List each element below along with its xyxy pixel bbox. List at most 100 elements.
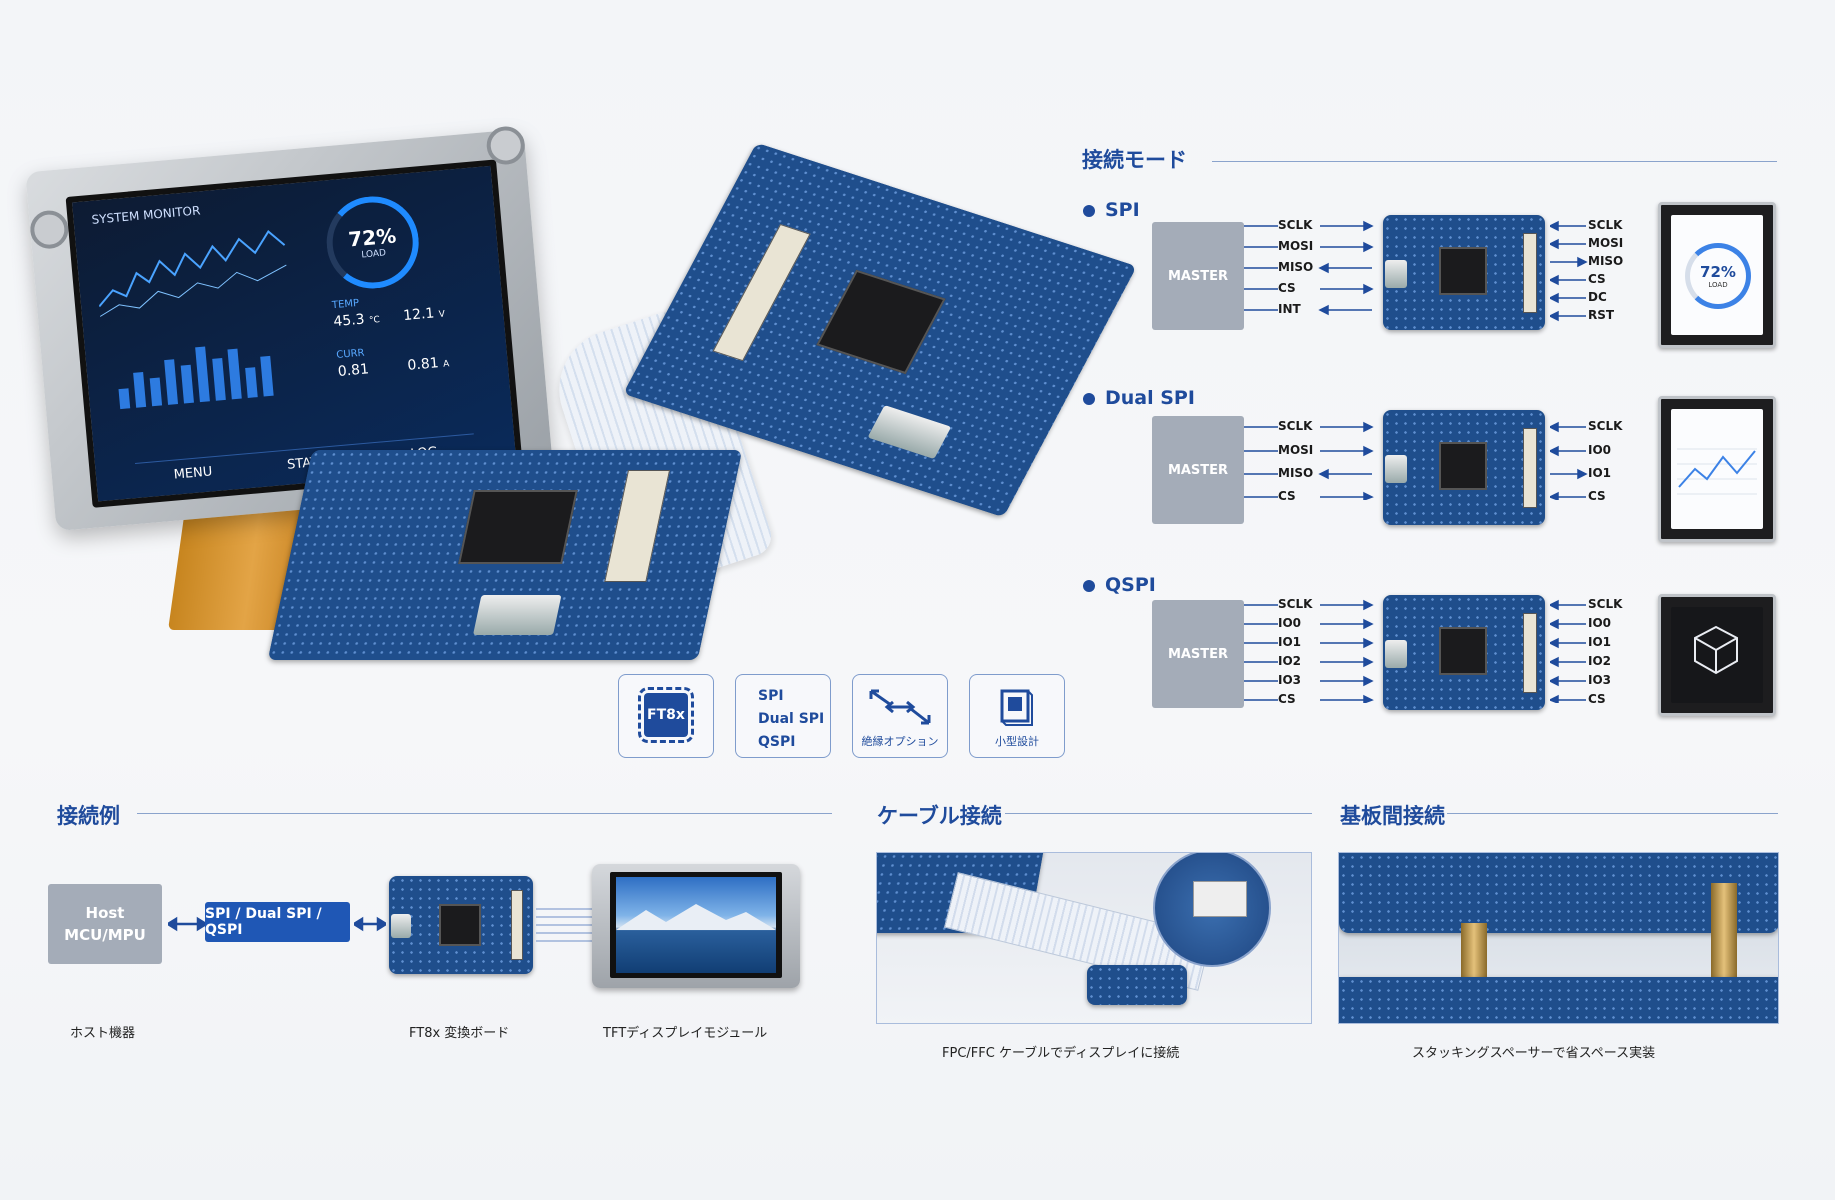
dualspi-right-io0: IO0 <box>1588 443 1612 457</box>
stacking-divider <box>1447 813 1778 814</box>
feature-compact-card: 小型設計 <box>969 674 1065 758</box>
display-screen: SYSTEM MONITOR 72% LOAD TEMP 45.3 °C 12.… <box>65 159 524 508</box>
protocol-board-arrow <box>354 916 386 932</box>
screen-temp-value: 45.3 <box>332 311 366 331</box>
qspi-converter-board <box>1383 595 1545 710</box>
stacking-spacer-right <box>1711 883 1737 983</box>
qspi-left-io1: IO1 <box>1278 635 1302 649</box>
hero-product-image: SYSTEM MONITOR 72% LOAD TEMP 45.3 °C 12.… <box>20 124 1137 710</box>
qspi-right-io2: IO2 <box>1588 654 1612 668</box>
dualspi-right-sclk: SCLK <box>1588 419 1623 433</box>
qspi-right-sclk: SCLK <box>1588 597 1623 611</box>
feature-chip-card: FT8x <box>618 674 714 758</box>
cable-title: ケーブル接続 <box>877 804 1002 828</box>
spi-right-sclk: SCLK <box>1588 218 1623 232</box>
dualspi-bullet <box>1083 393 1095 405</box>
example-divider <box>137 813 832 814</box>
qspi-bullet <box>1083 580 1095 592</box>
qspi-left-sclk: SCLK <box>1278 597 1313 611</box>
spi-right-cs: CS <box>1588 272 1606 286</box>
dualspi-display-line-chart <box>1677 448 1757 495</box>
connection-modes-title: 接続モード <box>1082 148 1187 172</box>
dualspi-display <box>1658 396 1776 542</box>
caption-display: TFTディスプレイモジュール <box>603 1026 768 1041</box>
host-protocol-arrow <box>168 916 206 932</box>
connection-modes-divider <box>1212 161 1777 162</box>
qspi-display <box>1658 594 1776 716</box>
example-converter-board <box>389 876 533 974</box>
landscape-screen <box>610 872 782 978</box>
qspi-master-block: MASTER <box>1152 600 1244 708</box>
cable-photo <box>876 852 1312 1024</box>
screen-curr-label: CURR <box>335 347 365 362</box>
dualspi-right-cs: CS <box>1588 489 1606 503</box>
screen-title: SYSTEM MONITOR <box>91 203 201 227</box>
caption-host: ホスト機器 <box>70 1026 136 1041</box>
caption-board: FT8x 変換ボード <box>409 1026 510 1041</box>
spi-right-rst: RST <box>1588 308 1615 322</box>
cable-caption: FPC/FFC ケーブルでディスプレイに接続 <box>942 1046 1180 1061</box>
cable-divider <box>1005 813 1312 814</box>
host-block: Host MCU/MPU <box>48 884 162 964</box>
spi-right-miso: MISO <box>1588 254 1624 268</box>
compact-module-icon <box>1000 689 1033 726</box>
dualspi-left-arrows <box>1244 421 1374 500</box>
screen-temp-label: TEMP <box>331 297 360 312</box>
qspi-left-io3: IO3 <box>1278 673 1302 687</box>
spi-right-mosi: MOSI <box>1588 236 1624 250</box>
board-display-lines <box>536 908 592 942</box>
qspi-right-io0: IO0 <box>1588 616 1612 630</box>
dualspi-left-mosi: MOSI <box>1278 443 1314 457</box>
qspi-left-io2: IO2 <box>1278 654 1302 668</box>
stacking-caption: スタッキングスペーサーで省スペース実装 <box>1412 1046 1656 1061</box>
screen-volt-value: 12.1 <box>402 305 435 325</box>
screen-line-chart <box>98 230 287 317</box>
screen-bars <box>115 334 300 410</box>
qspi-right-io3: IO3 <box>1588 673 1612 687</box>
dualspi-converter-board <box>1383 410 1545 525</box>
qspi-left-cs: CS <box>1278 692 1296 706</box>
dualspi-master-block: MASTER <box>1152 416 1244 524</box>
mode-spi-label: SPI <box>1105 199 1140 221</box>
stacking-title: 基板間接続 <box>1340 804 1445 828</box>
mode-qspi-label: QSPI <box>1105 574 1156 596</box>
spi-left-miso: MISO <box>1278 260 1314 274</box>
feature-isolation-card: 絶縁オプション <box>852 674 948 758</box>
dualspi-left-cs: CS <box>1278 489 1296 503</box>
dualspi-right-io1: IO1 <box>1588 466 1612 480</box>
dualspi-left-sclk: SCLK <box>1278 419 1313 433</box>
converter-board-front <box>267 450 743 660</box>
connector-zoom-inset <box>1153 853 1271 967</box>
mode-dualspi-label: Dual SPI <box>1105 387 1195 409</box>
isolation-arrows-icon <box>869 689 931 725</box>
compact-label: 小型設計 <box>995 735 1039 748</box>
tft-display-module: SYSTEM MONITOR 72% LOAD TEMP 45.3 °C 12.… <box>25 124 555 532</box>
protocol-block: SPI / Dual SPI / QSPI <box>205 902 350 942</box>
cube-icon <box>1694 625 1738 675</box>
example-title: 接続例 <box>57 804 120 828</box>
spi-converter-board <box>1383 215 1545 330</box>
spi-display-gauge: 72% LOAD <box>1685 243 1751 309</box>
screen-nav-menu: MENU <box>173 463 213 483</box>
spi-display: 72% LOAD <box>1658 202 1776 348</box>
spi-bullet <box>1083 205 1095 217</box>
chip-icon: FT8x <box>638 687 694 743</box>
stacking-photo <box>1338 852 1779 1024</box>
isolation-label: 絶縁オプション <box>861 735 939 748</box>
spi-left-arrows <box>1244 220 1374 316</box>
feature-protocols-card: SPI Dual SPI QSPI <box>735 674 831 758</box>
screen-curr-value: 0.81 <box>337 361 370 380</box>
qspi-left-arrows <box>1244 599 1374 703</box>
spi-right-arrows <box>1550 220 1588 322</box>
spi-left-mosi: MOSI <box>1278 239 1314 253</box>
spi-master-block: MASTER <box>1152 222 1244 330</box>
qspi-right-cs: CS <box>1588 692 1606 706</box>
qspi-right-arrows <box>1550 599 1586 703</box>
qspi-left-io0: IO0 <box>1278 616 1302 630</box>
spi-right-dc: DC <box>1588 290 1607 304</box>
spi-left-sclk: SCLK <box>1278 218 1313 232</box>
screen-load-gauge: 72% LOAD <box>322 192 423 293</box>
spi-left-int: INT <box>1278 302 1301 316</box>
dualspi-right-arrows <box>1550 421 1588 500</box>
spi-left-cs: CS <box>1278 281 1296 295</box>
